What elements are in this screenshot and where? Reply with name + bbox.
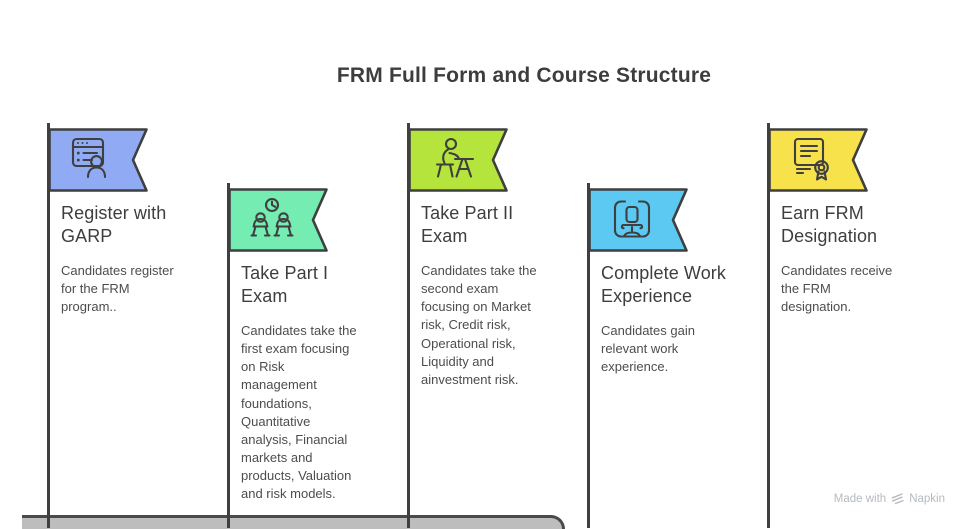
flag-pole bbox=[407, 123, 410, 528]
flag-pole bbox=[587, 183, 590, 528]
registration-form-icon bbox=[71, 137, 107, 179]
step-earn-designation: Earn FRM Designation Candidates receive … bbox=[767, 0, 927, 528]
step-work-experience: Complete Work Experience Candidates gain… bbox=[587, 0, 747, 528]
flag-pole bbox=[227, 183, 230, 528]
page-title: FRM Full Form and Course Structure bbox=[336, 64, 712, 88]
step-title: Register with GARP bbox=[61, 203, 167, 247]
timeline-base-bar bbox=[22, 515, 565, 529]
flag-pole bbox=[767, 123, 770, 528]
napkin-logo-icon bbox=[891, 493, 904, 505]
step-description: Candidates register for the FRM program.… bbox=[61, 262, 174, 315]
step-title: Take Part I Exam bbox=[241, 263, 329, 307]
step-part1-exam: Take Part I Exam Candidates take the fir… bbox=[227, 0, 387, 528]
step-description: Candidates take the second exam focusing… bbox=[421, 262, 537, 387]
watermark-brand: Napkin bbox=[909, 492, 945, 505]
step-title: Earn FRM Designation bbox=[781, 203, 878, 247]
flag-pole bbox=[47, 123, 50, 528]
step-description: Candidates take the first exam focusing … bbox=[241, 322, 357, 502]
flag-banner bbox=[768, 128, 868, 192]
office-chair-icon bbox=[613, 200, 651, 238]
watermark-prefix: Made with bbox=[833, 492, 887, 505]
step-description: Candidates gain relevant work experience… bbox=[601, 322, 695, 375]
step-part2-exam: Take Part II Exam Candidates take the se… bbox=[407, 0, 567, 528]
step-register-garp: Register with GARP Candidates register f… bbox=[47, 0, 207, 528]
step-description: Candidates receive the FRM designation. bbox=[781, 262, 893, 315]
certificate-icon bbox=[793, 137, 829, 181]
step-title: Take Part II Exam bbox=[421, 203, 514, 247]
exam-candidates-icon bbox=[250, 197, 294, 237]
step-title: Complete Work Experience bbox=[601, 263, 727, 307]
napkin-watermark[interactable]: Made with Napkin bbox=[834, 492, 945, 505]
exam-desk-icon bbox=[435, 137, 475, 178]
